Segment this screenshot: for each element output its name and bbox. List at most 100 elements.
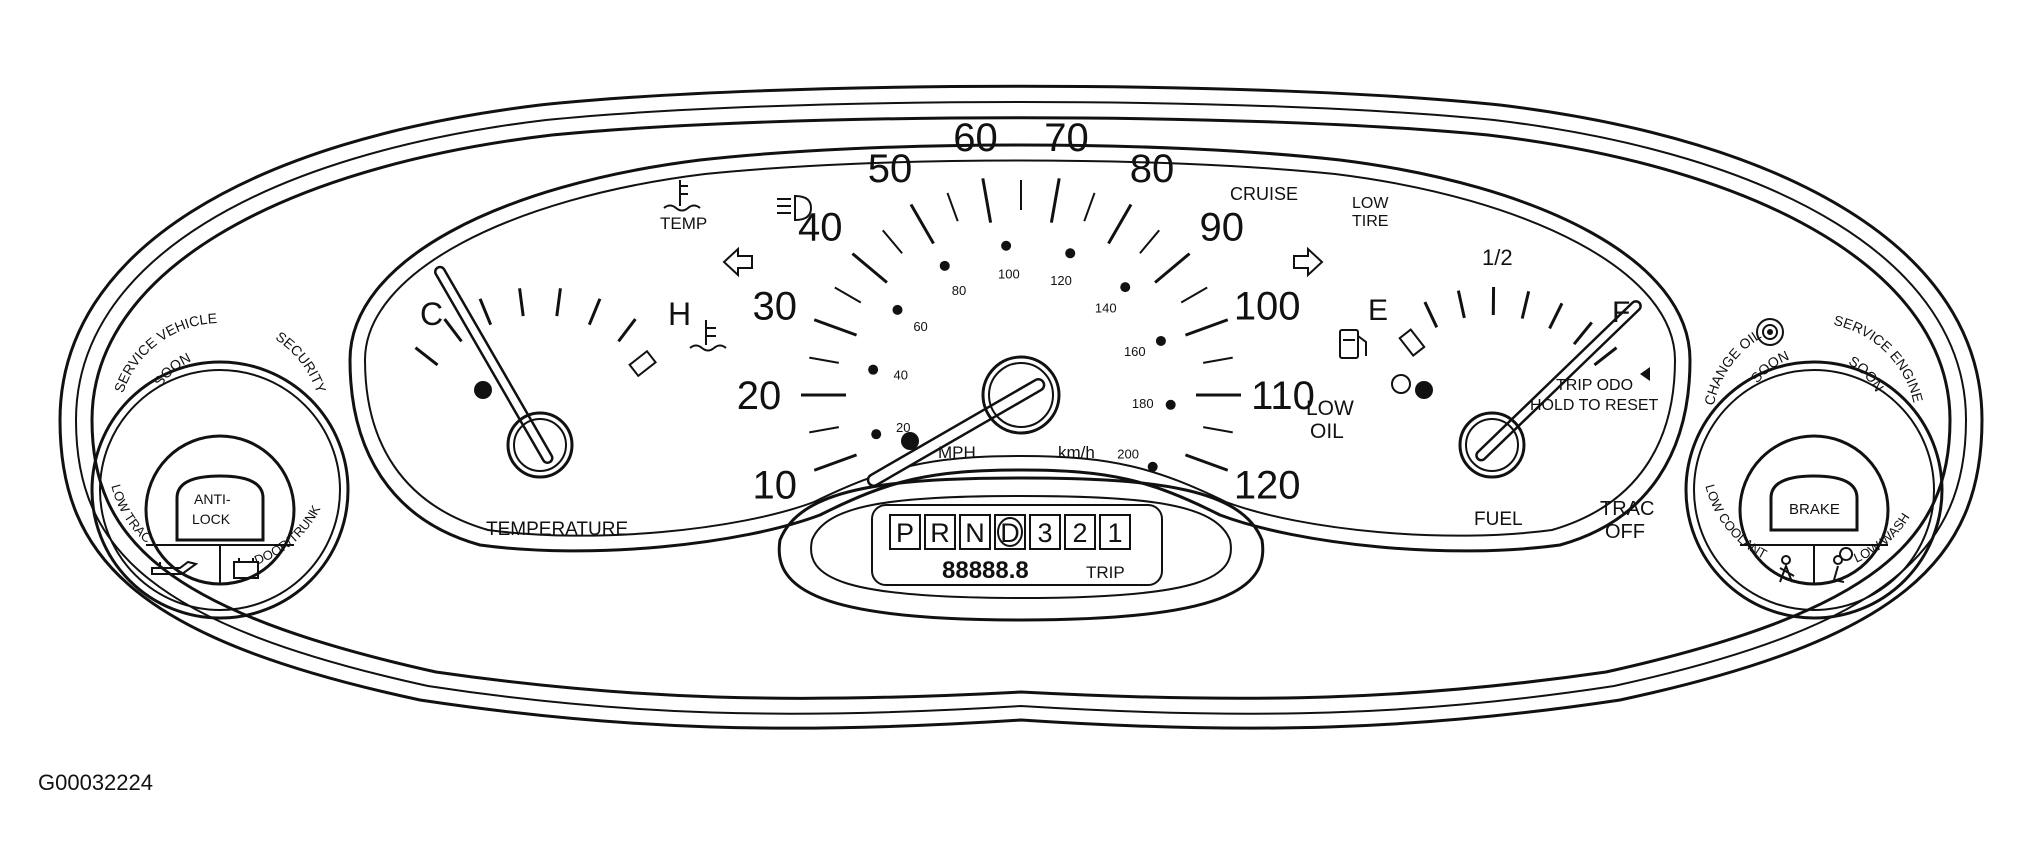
mph-label-100: 100 bbox=[1234, 284, 1301, 328]
temperature-tick bbox=[414, 346, 439, 367]
mph-label-120: 120 bbox=[1234, 464, 1301, 508]
kmh-label: km/h bbox=[1058, 443, 1095, 462]
gear-label-R: R bbox=[930, 518, 950, 548]
fuel-full-label: F bbox=[1612, 296, 1630, 329]
oil-can-icon bbox=[151, 560, 199, 575]
low-tire-label-1: LOW bbox=[1352, 195, 1389, 212]
gear-label-2: 2 bbox=[1072, 518, 1087, 548]
fuel-hub-inner bbox=[1465, 418, 1519, 472]
figure-id: G00032224 bbox=[38, 770, 153, 795]
fuel-tick bbox=[1520, 290, 1531, 319]
mph-label-80: 80 bbox=[1130, 147, 1175, 191]
gear-selected-marker bbox=[997, 517, 1023, 547]
fuel-low-lamp bbox=[1391, 374, 1411, 394]
speedometer-needle bbox=[866, 378, 1046, 487]
anti-lock-label-2: LOCK bbox=[192, 511, 231, 527]
anti-lock-button[interactable]: ANTI- LOCK bbox=[175, 474, 265, 542]
reset-knob-icon[interactable] bbox=[1756, 318, 1784, 346]
gear-box-N bbox=[959, 514, 991, 550]
speedometer-needle-fill bbox=[869, 380, 1043, 485]
fuel-half-label: 1/2 bbox=[1482, 245, 1513, 270]
airbag-icon bbox=[1832, 547, 1854, 583]
temperature-hot-zone bbox=[628, 349, 657, 378]
fuel-pump-icon bbox=[1339, 329, 1367, 359]
trac-off-label-2: OFF bbox=[1605, 521, 1645, 543]
mph-label-110: 110 bbox=[1251, 374, 1315, 418]
temperature-cold-label: C bbox=[420, 296, 443, 332]
odometer-readout: 88888.8 bbox=[942, 557, 1029, 584]
kmh-label-120: 120 bbox=[1050, 273, 1072, 288]
speedometer-hub bbox=[981, 355, 1061, 435]
kmh-dot-140 bbox=[1120, 282, 1131, 293]
mph-minor-tick bbox=[809, 356, 839, 364]
fuel-hub bbox=[1458, 411, 1526, 479]
kmh-label-20: 20 bbox=[896, 420, 910, 435]
kmh-label-40: 40 bbox=[894, 367, 908, 382]
brake-button[interactable]: BRAKE bbox=[1769, 474, 1859, 532]
mph-minor-tick bbox=[882, 229, 903, 254]
temp-indicator-label: TEMP bbox=[660, 214, 707, 233]
gear-label-N: N bbox=[965, 518, 985, 548]
gear-box-2 bbox=[1064, 514, 1096, 550]
brake-label: BRAKE bbox=[1789, 501, 1840, 518]
mph-minor-tick bbox=[809, 426, 839, 434]
kmh-dot-160 bbox=[1155, 335, 1166, 346]
temperature-tick bbox=[555, 288, 562, 317]
mph-minor-tick bbox=[1203, 426, 1233, 434]
mph-label-30: 30 bbox=[753, 284, 798, 328]
kmh-dot-200 bbox=[1147, 461, 1158, 472]
mph-tick-40 bbox=[851, 252, 888, 284]
temperature-hot-label: H bbox=[668, 296, 691, 332]
temperature-tick bbox=[617, 318, 637, 343]
fuel-tick bbox=[1572, 321, 1593, 346]
kmh-dot-120 bbox=[1065, 248, 1076, 259]
temperature-pin bbox=[474, 381, 492, 399]
kmh-dot-80 bbox=[939, 260, 950, 271]
fuel-tick bbox=[1593, 346, 1618, 367]
speedometer-hub-inner bbox=[988, 362, 1054, 428]
fuel-needle-fill bbox=[1477, 302, 1640, 459]
temp-icon bbox=[663, 180, 701, 212]
low-wash-label: LOW WASH bbox=[1851, 510, 1912, 565]
mph-label-50: 50 bbox=[868, 147, 913, 191]
low-tire-label-2: TIRE bbox=[1352, 213, 1388, 230]
temperature-needle-fill bbox=[436, 268, 551, 462]
temperature-tick bbox=[443, 318, 463, 343]
outer-housing bbox=[58, 84, 1984, 730]
change-oil-soon-label: CHANGE OIL bbox=[1701, 326, 1764, 407]
mph-minor-tick bbox=[1180, 286, 1208, 304]
headlight-icon bbox=[777, 194, 813, 222]
gear-label-P: P bbox=[896, 518, 914, 548]
kmh-label-100: 100 bbox=[998, 267, 1020, 282]
mph-tick-100 bbox=[1184, 318, 1229, 337]
fuel-tick bbox=[1423, 301, 1439, 328]
kmh-dot-180 bbox=[1165, 399, 1176, 410]
kmh-label-60: 60 bbox=[913, 319, 927, 334]
low-oil-label-2: OIL bbox=[1310, 420, 1344, 443]
mph-tick-50 bbox=[909, 203, 935, 245]
mph-label-60: 60 bbox=[953, 116, 998, 160]
right-warning-cluster: BRAKE CHANGE OIL SOON SERVICE ENGINE SOO… bbox=[1684, 312, 1944, 620]
mph-label-40: 40 bbox=[798, 206, 843, 250]
gear-box-P bbox=[889, 514, 921, 550]
gear-display-frame bbox=[871, 504, 1163, 586]
service-vehicle-soon-label-2: SOON bbox=[150, 349, 193, 389]
battery-icon bbox=[233, 558, 259, 579]
fuel-tick bbox=[1456, 290, 1466, 319]
cruise-label: CRUISE bbox=[1230, 184, 1298, 204]
mph-minor-tick bbox=[834, 286, 862, 304]
gear-box-3 bbox=[1029, 514, 1061, 550]
kmh-label-140: 140 bbox=[1095, 300, 1117, 315]
right-turn-arrow-icon bbox=[1293, 246, 1324, 278]
temperature-tick bbox=[478, 298, 493, 326]
gauge-face bbox=[348, 143, 1692, 553]
mph-tick-60 bbox=[981, 178, 993, 223]
gear-label-D: D bbox=[1000, 518, 1020, 548]
temperature-hub-inner bbox=[513, 418, 567, 472]
kmh-dot-60 bbox=[892, 304, 903, 315]
kmh-label-80: 80 bbox=[952, 283, 966, 298]
trip-label: TRIP bbox=[1086, 563, 1125, 582]
